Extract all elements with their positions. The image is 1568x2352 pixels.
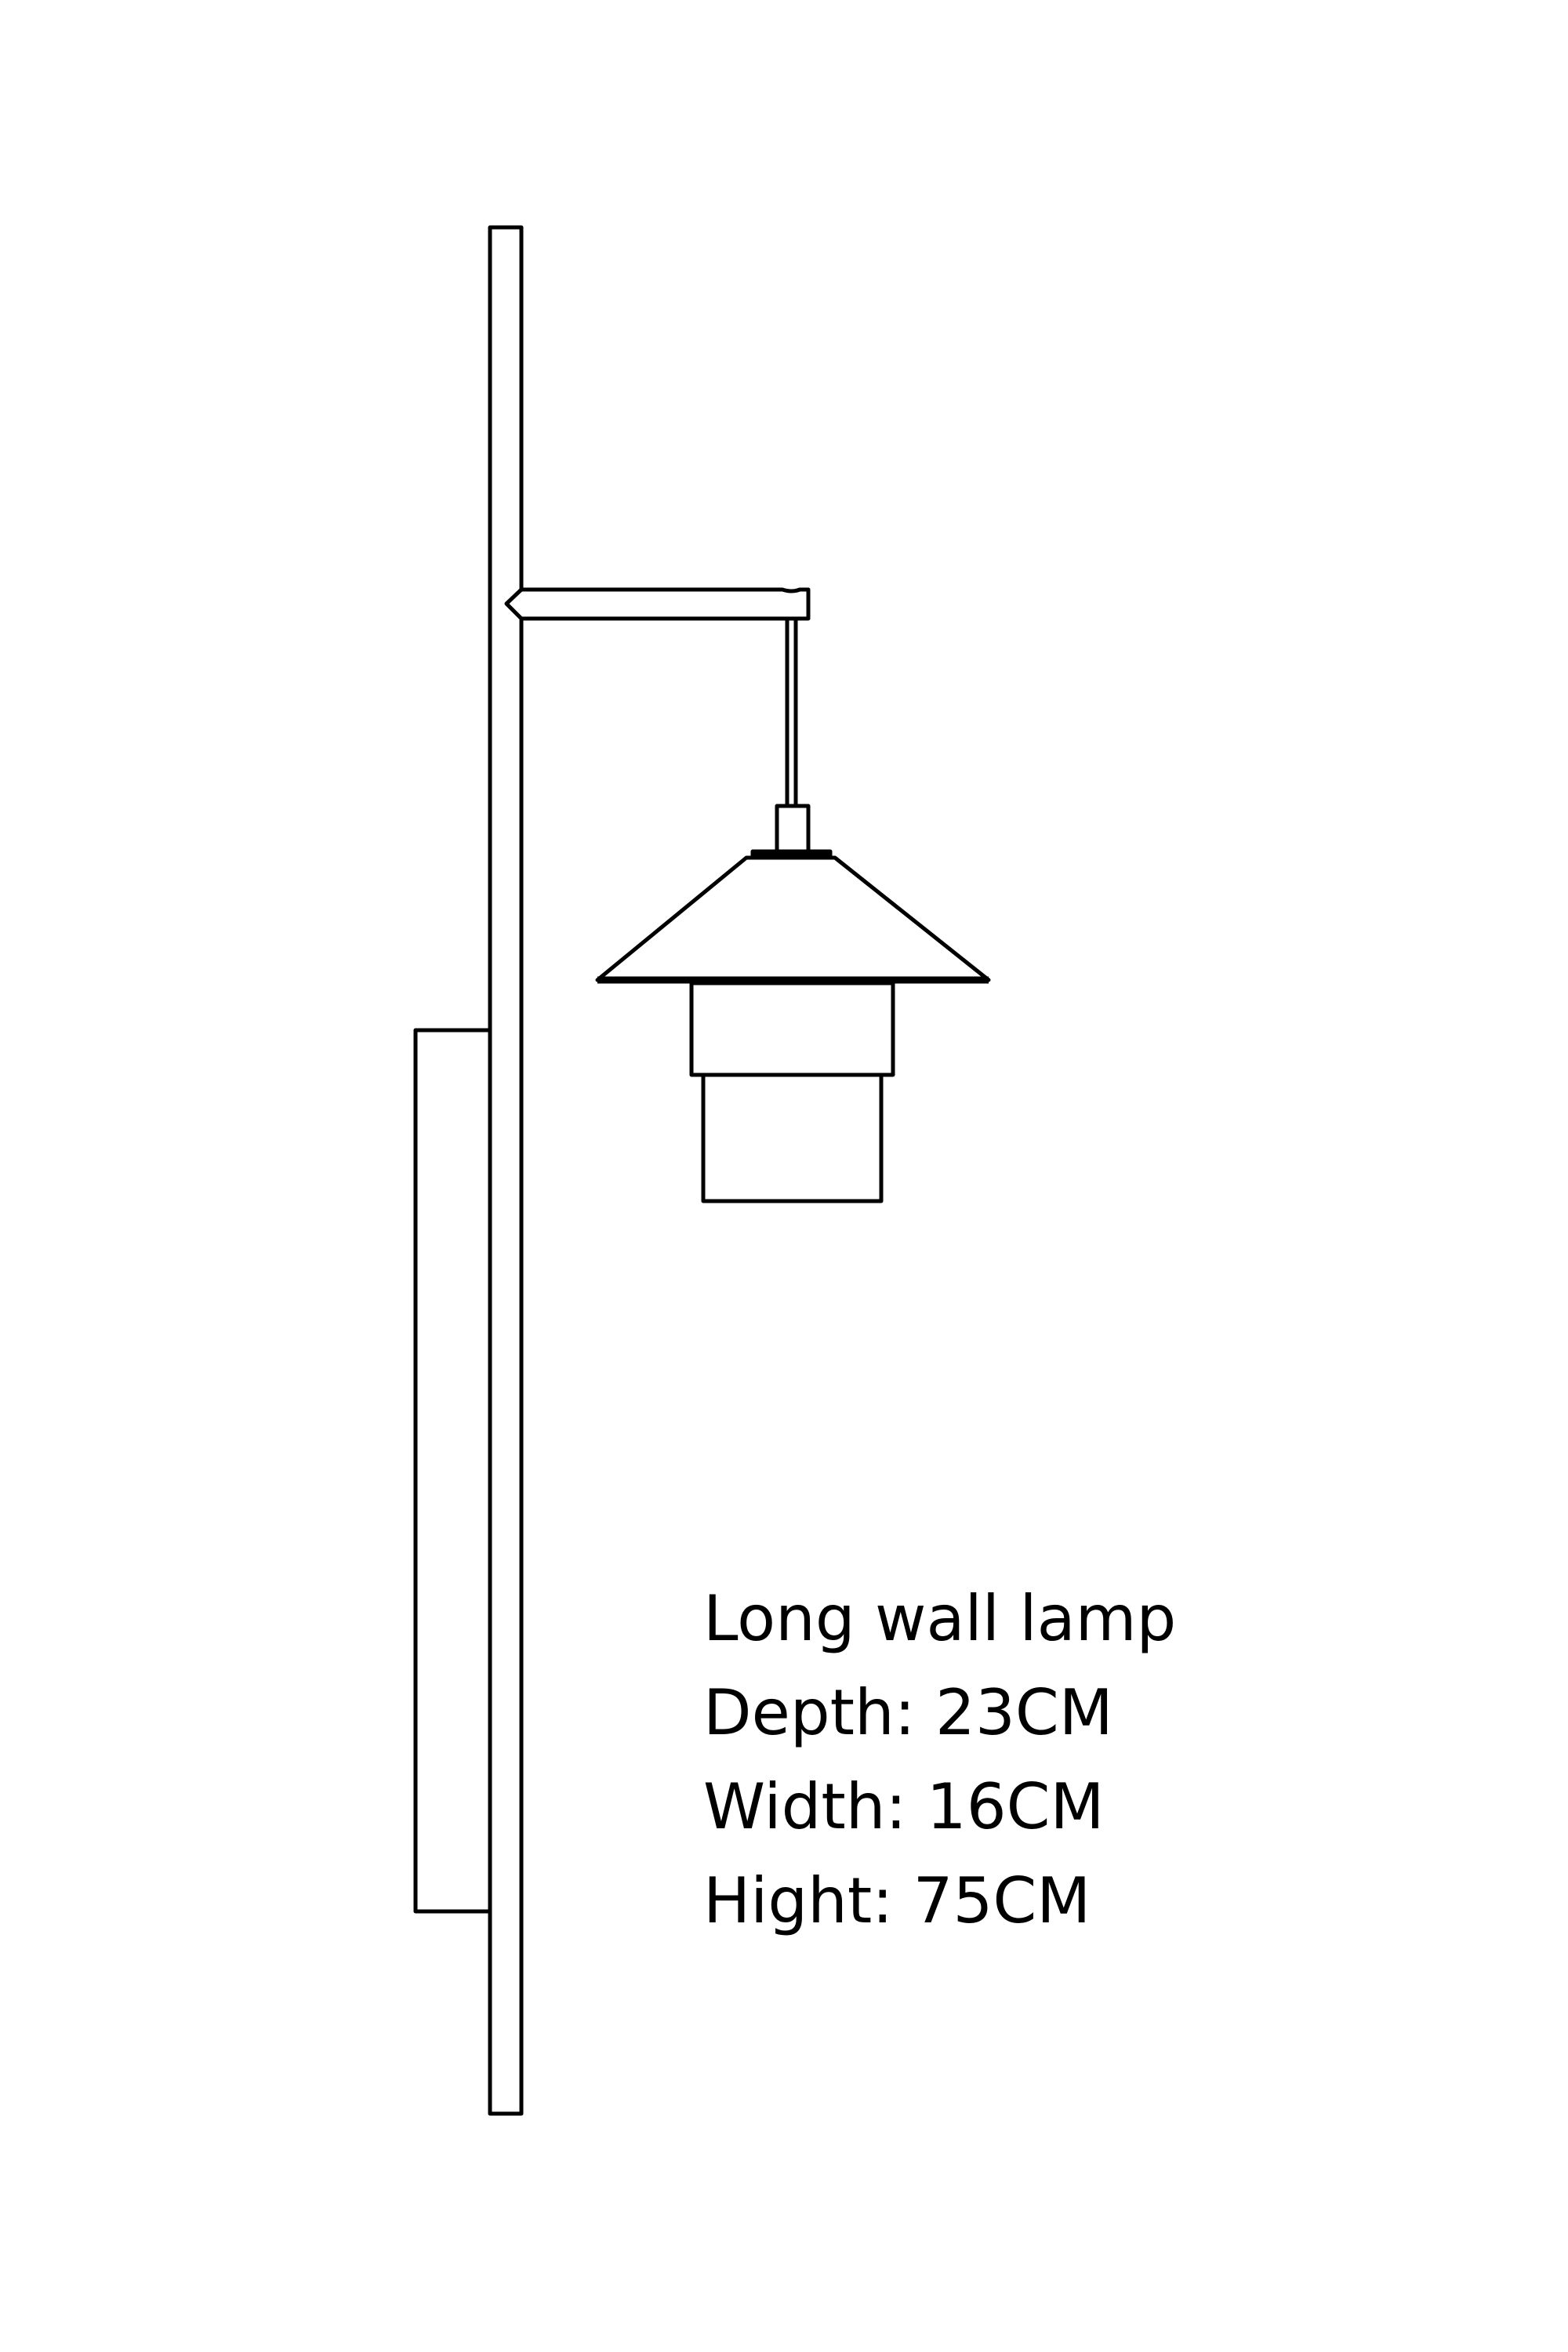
depth-spec: Depth: 23CM xyxy=(703,1676,1113,1749)
product-name: Long wall lamp xyxy=(703,1582,1177,1655)
lamp-shade xyxy=(595,855,991,982)
wall-plate xyxy=(413,1028,492,1914)
lower-diffuser xyxy=(701,1073,884,1203)
height-spec: Hight: 75CM xyxy=(703,1864,1091,1937)
rod-cap xyxy=(775,804,811,854)
spec-block: Long wall lamp Depth: 23CM Width: 16CM H… xyxy=(703,1572,1176,1948)
vertical-pole xyxy=(488,225,524,2116)
upper-diffuser xyxy=(689,981,895,1077)
hanging-rod xyxy=(785,616,798,808)
horizontal-arm xyxy=(504,587,811,621)
width-spec: Width: 16CM xyxy=(703,1770,1105,1843)
